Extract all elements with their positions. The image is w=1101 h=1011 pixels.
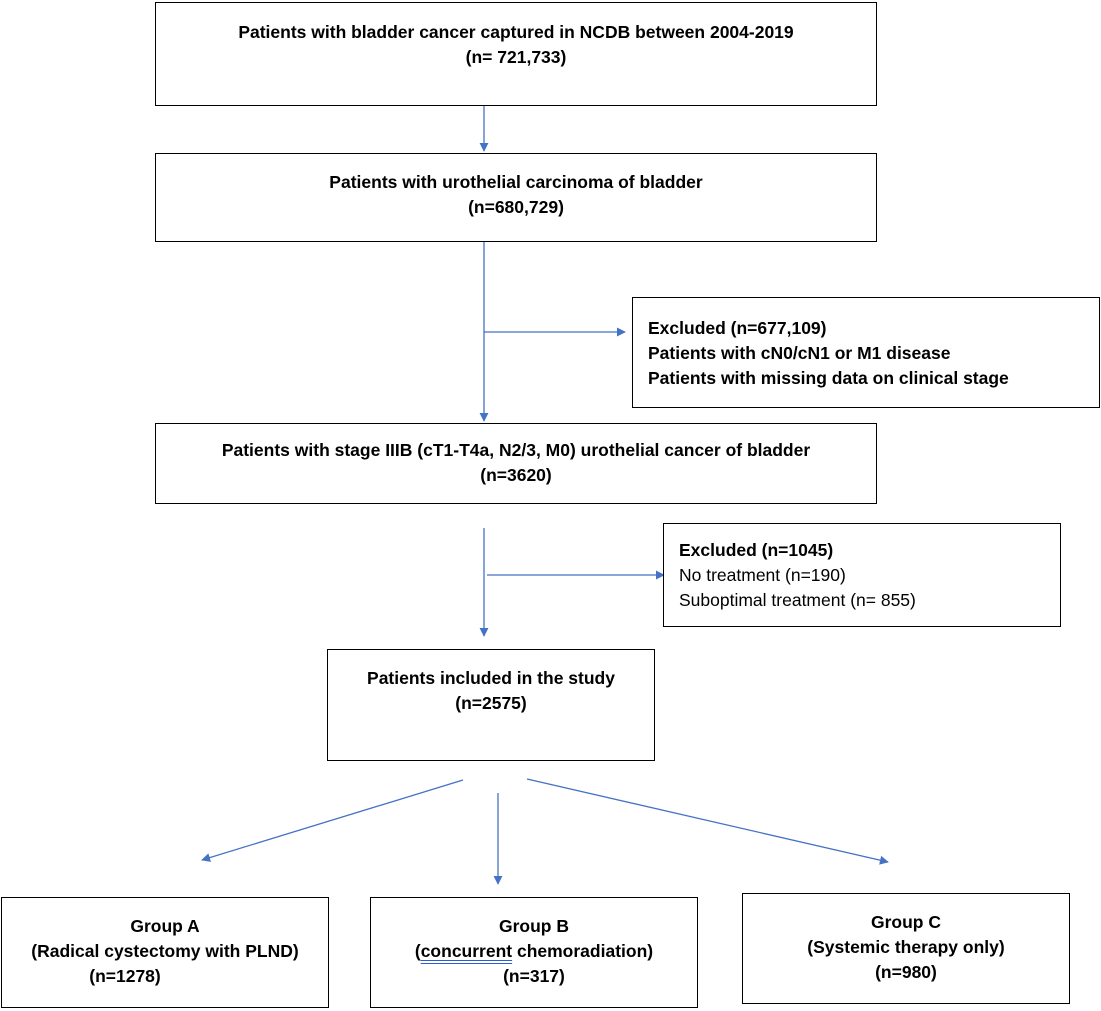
box-included-study-count: (n=2575) [455, 693, 527, 713]
box-excluded-stage-reason-1: Patients with cN0/cN1 or M1 disease [648, 343, 951, 363]
box-excluded-treatment-reason-2: Suboptimal treatment (n= 855) [679, 590, 916, 610]
box-group-b: Group B (concurrent chemoradiation) (n=3… [370, 897, 698, 1008]
box-group-c-treatment: (Systemic therapy only) [807, 937, 1005, 957]
box-group-b-treatment: (concurrent chemoradiation) [371, 939, 697, 964]
spellcheck-underlined-word: concurrent [420, 941, 513, 961]
arrow-to-group-a [201, 779, 464, 862]
box-group-c-title: Group C [871, 912, 941, 932]
box-stage-iiib-count: (n=3620) [480, 465, 552, 485]
box-excluded-stage-reason-2: Patients with missing data on clinical s… [648, 368, 1009, 388]
box-group-c: Group C (Systemic therapy only) (n=980) [742, 893, 1070, 1004]
box-included-study-title: Patients included in the study [367, 668, 615, 688]
box-stage-iiib-title: Patients with stage IIIB (cT1-T4a, N2/3,… [221, 440, 811, 460]
box-all-bladder-cancer-count: (n= 721,733) [465, 47, 567, 67]
box-all-bladder-cancer-title: Patients with bladder cancer captured in… [238, 22, 794, 42]
box-excluded-treatment: Excluded (n=1045) No treatment (n=190) S… [663, 523, 1061, 627]
box-group-a: Group A (Radical cystectomy with PLND) (… [1, 897, 329, 1008]
box-group-a-treatment: (Radical cystectomy with PLND) [31, 941, 299, 961]
box-stage-iiib: Patients with stage IIIB (cT1-T4a, N2/3,… [155, 423, 877, 504]
box-excluded-stage: Excluded (n=677,109) Patients with cN0/c… [632, 297, 1100, 408]
box-all-bladder-cancer: Patients with bladder cancer captured in… [155, 2, 877, 106]
box-group-b-count: (n=317) [503, 966, 565, 986]
box-excluded-treatment-title: Excluded (n=1045) [679, 540, 834, 560]
box-excluded-stage-title: Excluded (n=677,109) [648, 318, 827, 338]
box-group-a-title: Group A [130, 916, 200, 936]
box-group-b-treatment-rest: chemoradiation) [512, 941, 654, 961]
box-urothelial-carcinoma-title: Patients with urothelial carcinoma of bl… [329, 172, 703, 192]
box-group-b-title: Group B [499, 916, 569, 936]
box-excluded-treatment-reason-1: No treatment (n=190) [679, 565, 846, 585]
box-group-a-count: (n=1278) [89, 966, 161, 986]
arrow-to-group-c [526, 778, 889, 865]
box-group-c-count: (n=980) [875, 962, 937, 982]
box-included-study: Patients included in the study (n=2575) [327, 649, 655, 761]
box-group-b-treatment-open: ( [414, 941, 421, 961]
box-urothelial-carcinoma: Patients with urothelial carcinoma of bl… [155, 153, 877, 242]
box-urothelial-carcinoma-count: (n=680,729) [468, 197, 564, 217]
